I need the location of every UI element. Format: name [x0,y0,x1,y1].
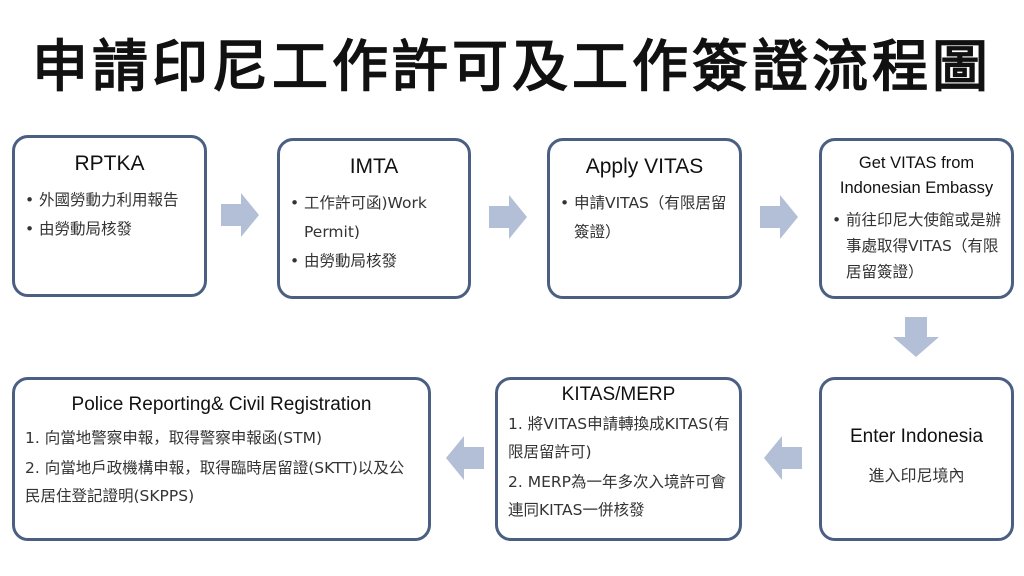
step-heading: KITAS/MERP [561,384,676,405]
page-title: 申請印尼工作許可及工作簽證流程圖 [32,35,992,100]
step-item: 外國勞動力利用報告 [21,186,198,215]
step-item: 2. MERP為一年多次入境許可會連同KITAS一併核發 [508,473,726,519]
arrow-left-icon [764,436,802,480]
step-item: 1. 將VITAS申請轉換成KITAS(有限居留許可) [508,415,730,461]
step-heading: Police Reporting& Civil Registration [71,394,372,415]
arrow-right-icon [489,195,527,239]
step-heading: Get VITAS from Indonesian Embassy [822,151,1011,201]
step-police-reporting: Police Reporting& Civil Registration 1. … [12,377,431,541]
step-enter-indonesia: Enter Indonesia 進入印尼境內 [819,377,1014,541]
step-kitas-merp: KITAS/MERP 1. 將VITAS申請轉換成KITAS(有限居留許可) 2… [495,377,742,541]
step-text: 進入印尼境內 [868,466,965,485]
step-heading: RPTKA [74,152,145,175]
step-rptka: RPTKA 外國勞動力利用報告 由勞動局核發 [12,135,207,297]
arrow-left-icon [446,436,484,480]
step-apply-vitas: Apply VITAS 申請VITAS（有限居留簽證） [547,138,742,299]
step-heading: Enter Indonesia [849,426,984,447]
step-item: 前往印尼大使館或是辦事處取得VITAS（有限居留簽證） [828,207,1005,285]
step-imta: IMTA 工作許可函)Work Permit) 由勞動局核發 [277,138,471,299]
step-item: 工作許可函)Work Permit) [286,189,462,247]
arrow-down-icon [893,317,939,357]
step-item: 申請VITAS（有限居留簽證） [556,189,733,247]
step-item: 2. 向當地戶政機構申報，取得臨時居留證(SKTT)以及公民居住登記證明(SKP… [25,459,405,505]
step-heading-line: Get VITAS from [858,154,975,172]
arrow-right-icon [760,195,798,239]
step-item: 由勞動局核發 [21,215,198,244]
step-heading: Apply VITAS [585,155,704,178]
step-heading-line: Indonesian Embassy [839,179,994,197]
arrow-right-icon [221,193,259,237]
step-item: 1. 向當地警察申報，取得警察申報函(STM) [25,429,322,447]
step-get-vitas: Get VITAS from Indonesian Embassy 前往印尼大使… [819,138,1014,299]
step-heading: IMTA [349,155,399,178]
step-item: 由勞動局核發 [286,247,462,276]
